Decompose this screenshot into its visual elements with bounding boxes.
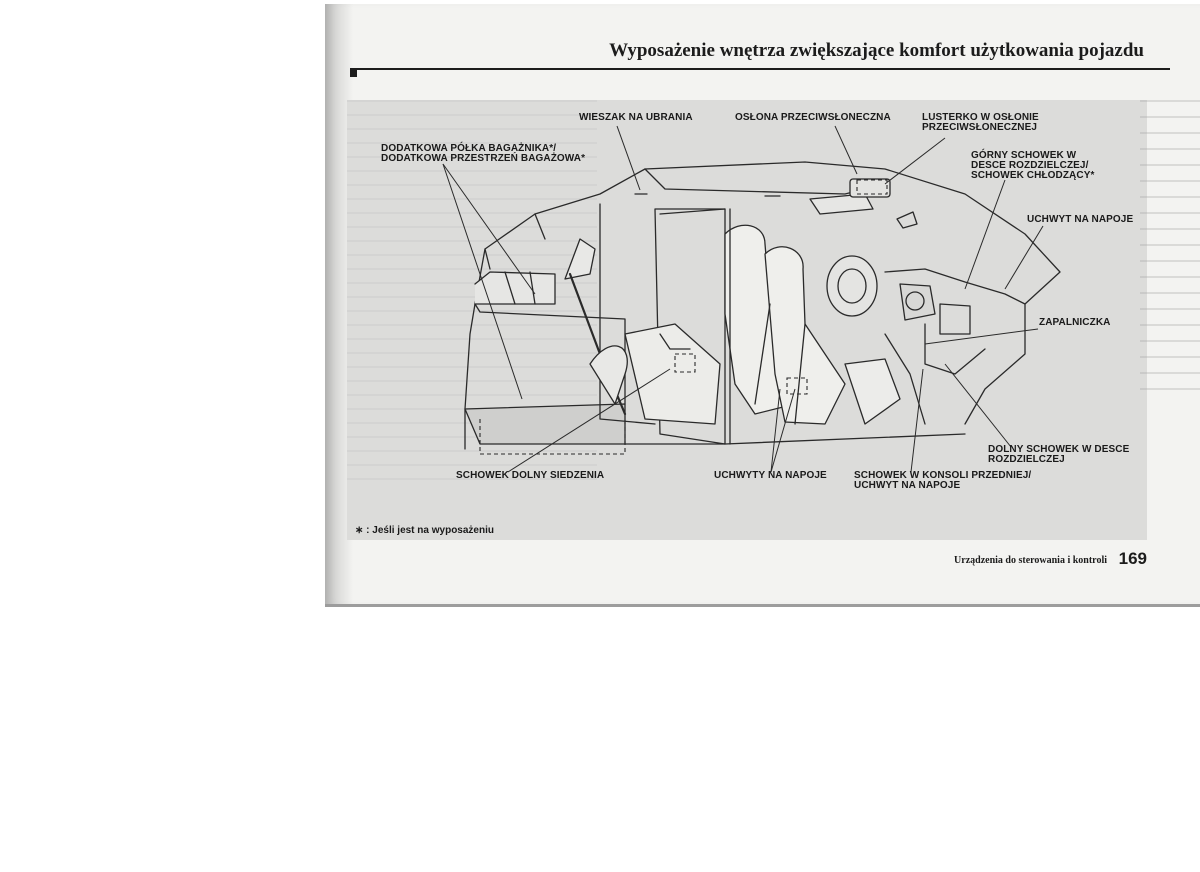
label-wieszak: WIESZAK NA UBRANIA [579,112,693,123]
label-gorny-3: SCHOWEK CHŁODZĄCY* [971,170,1095,181]
label-konsola-1: SCHOWEK W KONSOLI PRZEDNIEJ/ [854,470,1032,481]
label-polka-1: DODATKOWA PÓŁKA BAGAŻNIKA*/ [381,143,557,154]
car-interior-illustration [442,125,1061,473]
label-oslona: OSŁONA PRZECIWSŁONECZNA [735,112,891,123]
header-rule [350,68,1170,70]
label-uchwyty-napoje: UCHWYTY NA NAPOJE [714,470,827,481]
label-lusterko-2: PRZECIWSŁONECZNEJ [922,122,1038,133]
label-zapalniczka: ZAPALNICZKA [1039,317,1111,328]
label-dolny-1: DOLNY SCHOWEK W DESCE [988,444,1130,455]
footer-section-title: Urządzenia do sterowania i kontroli [954,555,1107,566]
bleed-through-text-right [1140,100,1200,400]
label-uchwyt-napoje: UCHWYT NA NAPOJE [1027,214,1134,225]
label-dolny-2: ROZDZIELCZEJ [988,454,1065,465]
page-title: Wyposażenie wnętrza zwiększające komfort… [609,40,1144,61]
label-lusterko-1: LUSTERKO W OSŁONIE [922,112,1039,123]
footnote: ∗ : Jeśli jest na wyposażeniu [355,525,494,536]
header-marker [350,70,357,77]
label-konsola-2: UCHWYT NA NAPOJE [854,480,961,491]
label-gorny-2: DESCE ROZDZIELCZEJ/ [971,160,1089,171]
label-schowek-siedzenia: SCHOWEK DOLNY SIEDZENIA [456,470,605,481]
label-gorny-1: GÓRNY SCHOWEK W [971,150,1077,161]
manual-page: Wyposażenie wnętrza zwiększające komfort… [325,4,1200,607]
label-polka-2: DODATKOWA PRZESTRZEŃ BAGAŻOWA* [381,153,586,164]
page-number: 169 [1118,549,1147,568]
